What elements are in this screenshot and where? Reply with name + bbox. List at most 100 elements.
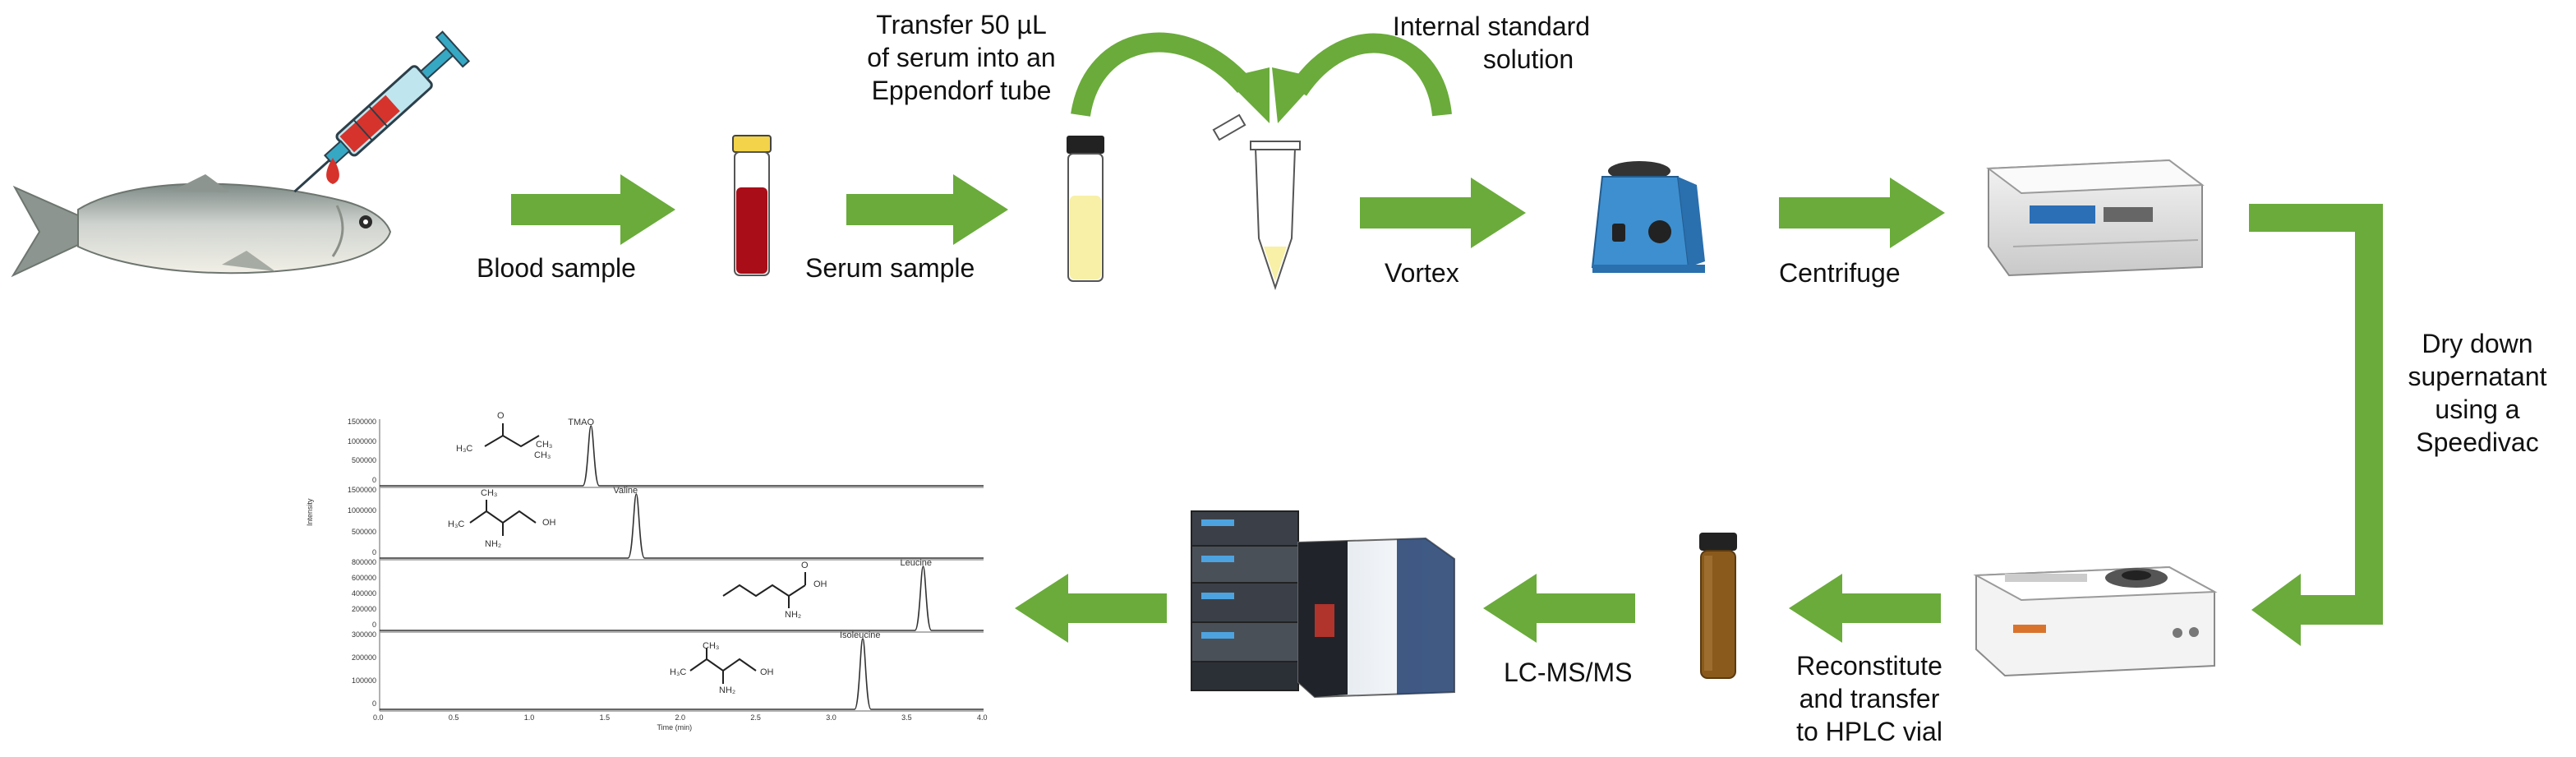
eppendorf-tube-image (1212, 113, 1301, 291)
ytick-label: 1500000 (347, 418, 376, 426)
serum-sample-label: Serum sample (805, 253, 975, 283)
dry-down-line3: using a (2435, 395, 2520, 424)
arrow-tube-to-vortex (1360, 178, 1526, 248)
ytick-label: 1000000 (347, 506, 376, 515)
reconstitute-line3: to HPLC vial (1796, 717, 1942, 746)
xtick-label: 2.0 (675, 713, 686, 722)
ytick-label: 0 (371, 548, 376, 556)
speedivac-image (1973, 565, 2218, 677)
ytick-label: 400000 (351, 589, 376, 598)
blood-sample-label: Blood sample (477, 253, 636, 283)
curved-arrow-transfer-head (1224, 67, 1270, 123)
molecule-label: H₃C (456, 444, 473, 454)
molecule-label: CH₃ (536, 440, 553, 450)
molecule-label: NH₂ (485, 539, 502, 549)
arrows-row2 (1015, 574, 1941, 643)
hplc-vial-image (1699, 533, 1737, 679)
ytick-label: 100000 (351, 676, 376, 685)
curved-arrow-internal-head (1272, 67, 1319, 123)
peak-valine (380, 493, 984, 559)
blood-tube-image (732, 135, 772, 276)
ytick-label: 0 (371, 476, 376, 484)
chromatogram-figure (379, 419, 984, 712)
ytick-label: 500000 (351, 456, 376, 465)
ytick-label: 800000 (351, 558, 376, 566)
curved-arrows (1071, 32, 1452, 118)
blood-drop-icon (326, 158, 339, 184)
chromatogram-peaks (380, 425, 984, 710)
vortex-label: Vortex (1385, 258, 1459, 288)
lcms-label: LC-MS/MS (1504, 658, 1633, 687)
molecule-label: OH (813, 579, 827, 589)
transfer-label-line2: of serum into an (867, 43, 1056, 72)
dry-down-line1: Dry down (2422, 329, 2533, 358)
xtick-label: 0.5 (448, 713, 459, 722)
syringe-icon (293, 30, 471, 193)
peak-tmao (380, 425, 984, 487)
molecule-label: NH₂ (719, 685, 736, 695)
transfer-label: Transfer 50 µL of serum into an Eppendor… (834, 8, 1089, 107)
centrifuge-image (1986, 159, 2205, 277)
molecule-structures (469, 423, 806, 684)
arrow-speedivac-to-vial (1789, 574, 1941, 643)
ytick-label: 0 (371, 621, 376, 629)
xtick-label: 3.5 (901, 713, 912, 722)
internal-standard-line1: Internal standard (1392, 12, 1591, 41)
ytick-label: 200000 (351, 605, 376, 613)
molecule-label: CH₃ (703, 641, 720, 651)
ytick-label: 0 (371, 699, 376, 708)
molecule-label: NH₂ (785, 610, 802, 620)
arrow-vial-to-lcms (1483, 574, 1635, 643)
transfer-label-line1: Transfer 50 µL (876, 10, 1047, 39)
x-axis-label: Time (min) (657, 723, 693, 732)
centrifuge-label: Centrifuge (1779, 258, 1901, 288)
arrow-fish-to-blood (511, 174, 675, 245)
dry-down-line2: supernatant (2408, 362, 2547, 391)
arrow-lcms-to-chromatogram (1015, 574, 1167, 643)
dry-down-label: Dry down supernatant using a Speedivac (2387, 327, 2568, 459)
molecule-label: O (497, 411, 505, 421)
molecule-label: H₃C (448, 519, 465, 529)
xtick-label: 1.5 (599, 713, 611, 722)
molecule-label: H₃C (670, 667, 687, 677)
lcms-instrument-image (1191, 510, 1455, 699)
ytick-label: 1500000 (347, 486, 376, 494)
ytick-label: 300000 (351, 630, 376, 639)
molecule-label: CH₃ (481, 488, 498, 498)
ytick-label: 200000 (351, 653, 376, 662)
dry-down-line4: Speedivac (2416, 427, 2539, 457)
compound-label-valine: Valine (613, 486, 638, 496)
internal-standard-line2: solution (1482, 44, 1574, 74)
ytick-label: 1000000 (347, 436, 376, 445)
molecule-label: O (801, 561, 809, 570)
transfer-label-line3: Eppendorf tube (871, 76, 1052, 105)
compound-label-tmao: TMAO (568, 418, 595, 427)
serum-tube-image (1067, 136, 1104, 282)
xtick-label: 1.0 (523, 713, 535, 722)
molecule-label: CH₃ (534, 450, 551, 460)
ytick-label: 500000 (351, 527, 376, 536)
arrow-centrifuge-to-speedivac (2249, 204, 2383, 646)
vortex-mixer-image (1591, 161, 1705, 273)
reconstitute-label: Reconstitute and transfer to HPLC vial (1775, 649, 1964, 748)
xtick-label: 0.0 (373, 713, 384, 722)
molecule-label: OH (760, 667, 774, 677)
arrow-vortex-to-centrifuge (1779, 178, 1945, 248)
reconstitute-line1: Reconstitute (1796, 651, 1942, 681)
arrows-row1 (511, 174, 1945, 248)
xtick-label: 3.0 (826, 713, 836, 722)
reconstitute-line2: and transfer (1799, 684, 1940, 713)
xtick-label: 2.5 (750, 713, 761, 722)
molecule-label: OH (542, 518, 556, 528)
compound-label-isoleucine: Isoleucine (840, 630, 881, 640)
peak-leucine (380, 565, 984, 631)
xtick-label: 4.0 (977, 713, 988, 722)
peak-isoleucine (380, 638, 984, 710)
compound-label-leucine: Leucine (900, 558, 933, 568)
y-axis-label: Intensity (306, 498, 314, 526)
fish-image (11, 174, 392, 278)
internal-standard-label: Internal standard solution (1360, 10, 1623, 76)
curved-arrow-internal-standard (1290, 33, 1452, 117)
